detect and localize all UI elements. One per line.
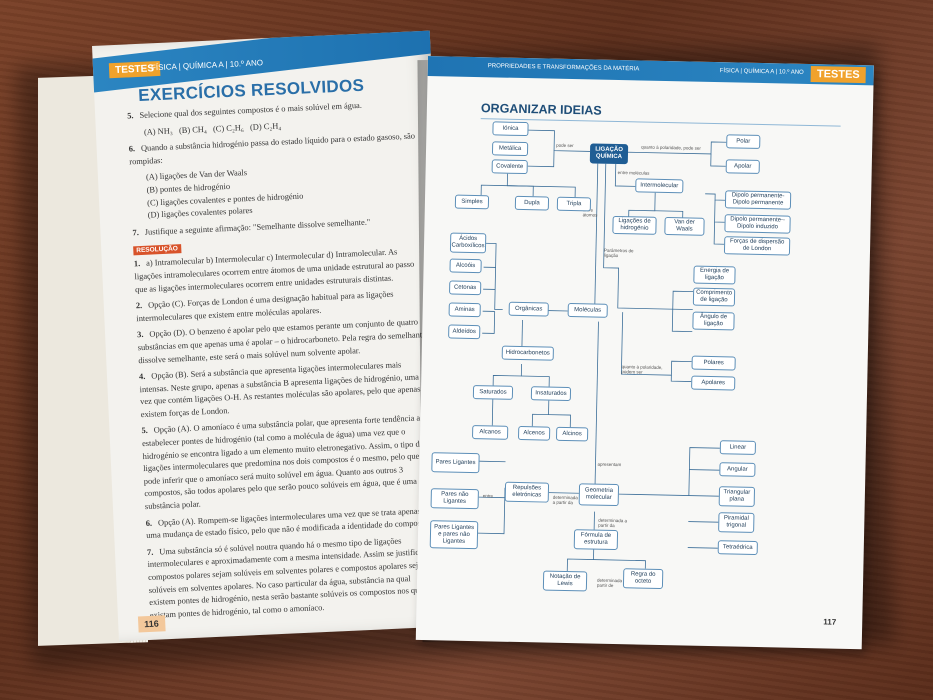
node-ionica: Iónica	[492, 121, 529, 137]
answer-4: 4.Opção (B). Será a substância que apres…	[138, 360, 421, 420]
node-regra-octeto: Regra do octeto	[622, 568, 664, 590]
node-insaturados: Insaturados	[530, 386, 572, 402]
node-tetraedrica: Tetraédrica	[717, 540, 758, 556]
node-repulsoes-eletronicas: Repulsões eletrónicas	[504, 481, 550, 503]
node-polares: Polares	[691, 355, 736, 371]
node-saturados: Saturados	[472, 385, 514, 400]
node-dipolo-induzido: Dipolo permanente--Dipolo induzido	[724, 214, 791, 234]
page-number-left: 116	[137, 615, 166, 633]
answer-7: 7.Uma substância só é solúvel noutra qua…	[146, 536, 438, 620]
node-alcinos: Alcinos	[555, 426, 589, 442]
exercise-body: 5.Selecione qual dos seguintes compostos…	[127, 97, 440, 626]
node-notacao-lewis: Notação de Lewis	[542, 570, 588, 592]
node-aldeidos: Aldeídos	[448, 324, 481, 340]
node-comprimento-ligacao: Comprimento de ligação	[692, 287, 736, 307]
node-metalica: Metálica	[491, 141, 529, 157]
node-angular: Angular	[719, 462, 756, 477]
page-number-right: 117	[823, 617, 837, 627]
node-hidrocarbonetos: Hidrocarbonetos	[501, 345, 554, 361]
right-page: PROPRIEDADES E TRANSFORMAÇÕES DA MATÉRIA…	[415, 56, 874, 650]
node-aminas: Aminas	[448, 302, 481, 318]
node-moleculas: Moléculas	[567, 302, 608, 318]
node-dipolo-permanente: Dipolo permanente-Dipolo permanente	[724, 190, 792, 210]
node-simples: Simples	[454, 194, 490, 210]
node-alcanos: Alcanos	[471, 425, 509, 440]
node-pares-ambos: Pares Ligantes e pares não Ligantes	[429, 520, 479, 550]
node-alcenos: Alcenos	[517, 425, 551, 441]
node-cetonas: Cetonas	[449, 280, 482, 296]
label-parametros: Parâmetros de ligação	[603, 247, 634, 259]
label-pode-ser: pode ser	[556, 142, 574, 149]
resolution-badge: RESOLUÇÃO	[133, 244, 182, 256]
node-pares-nao-ligantes: Pares não Ligantes	[430, 488, 479, 510]
node-forcas-london: Forças de dispersão de London	[723, 236, 791, 256]
label-apresentam: apresentam	[597, 461, 622, 468]
node-acidos-carboxilicos: Ácidos Carboxílicos	[449, 232, 487, 254]
node-triangular-plana: Triangular plana	[718, 486, 756, 507]
node-ligacao-quimica: LIGAÇÃO QUÍMICA	[589, 143, 629, 165]
label-polaridade-2: quanto à polaridade, podem ser	[621, 364, 663, 375]
node-ligacoes-hidrogenio: Ligações de hidrogénio	[612, 215, 657, 235]
node-polar: Polar	[726, 134, 761, 149]
node-organicas: Orgânicas	[508, 301, 549, 317]
node-linear: Linear	[719, 440, 757, 455]
node-pares-ligantes: Pares Ligantes	[431, 452, 480, 474]
label-determinada-2: determinada a partir da	[598, 517, 628, 529]
label-entre-moleculas: entre moléculas	[617, 169, 650, 176]
node-piramidal-trigonal: Piramidal trigonal	[718, 512, 755, 533]
node-angulo-ligacao: Ângulo de ligação	[692, 311, 735, 331]
label-entre: entre	[482, 493, 494, 499]
node-tripla: Tripla	[556, 196, 592, 212]
node-dupla: Dupla	[514, 195, 550, 211]
left-page: TESTES FÍSICA | QUÍMICA A | 10.º ANO EXE…	[92, 30, 457, 642]
question-6-options: (A) ligações de Van der Waals (B) pontes…	[145, 168, 304, 220]
node-energia-ligacao: Energia de ligação	[693, 265, 736, 285]
node-alcoois: Alcoóis	[449, 258, 482, 274]
answer-5: 5.Opção (A). O amoníaco é uma substância…	[141, 413, 429, 512]
label-determinada: determinada a partir da	[552, 494, 578, 506]
node-intermolecular: Intermolecular	[635, 178, 684, 194]
node-apolar: Apolar	[725, 159, 760, 174]
concept-map-links	[478, 129, 727, 572]
node-van-der-waals: Van der Waals	[664, 216, 705, 236]
node-covalente: Covalente	[491, 159, 528, 175]
node-formula-estrutura: Fórmula de estrutura	[573, 529, 619, 551]
node-geometria-molecular: Geometria molecular	[578, 483, 620, 507]
node-apolares: Apolares	[691, 375, 736, 391]
